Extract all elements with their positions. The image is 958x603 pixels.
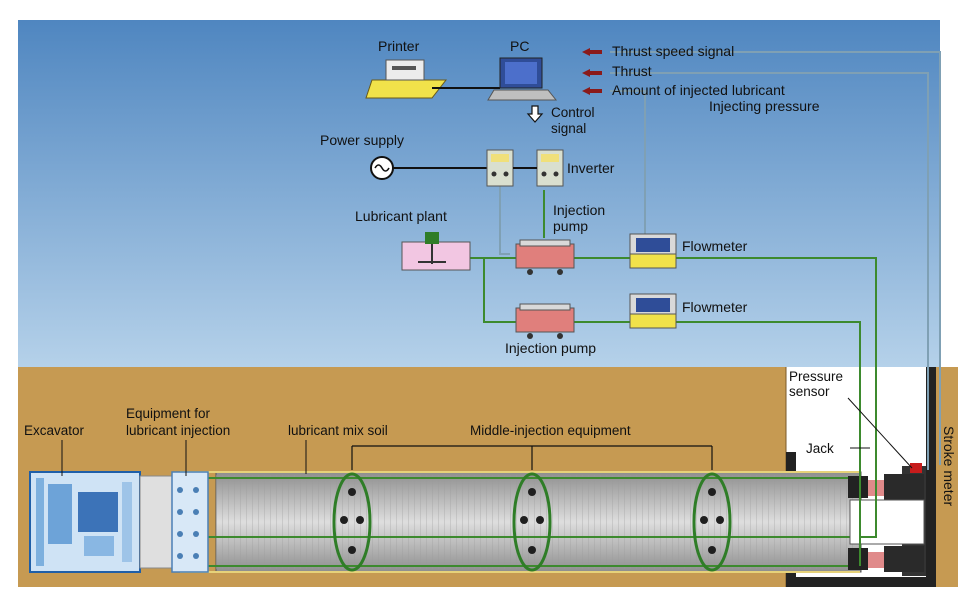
injection-pump-icon: [515, 239, 575, 275]
power-supply-icon: [370, 156, 490, 180]
lubricant-pipe-lines: [470, 190, 877, 566]
injection-pump-top-label-line-2: pump: [553, 218, 588, 234]
signal-label-thrust-speed: Thrust speed signal: [612, 43, 734, 59]
control-signal-arrow-icon: [526, 105, 544, 123]
inverter-icon: [486, 149, 564, 187]
signal-lines: [499, 51, 941, 470]
injection-equipment: [171, 471, 209, 573]
signal-label-injecting-pressure: Injecting pressure: [709, 98, 820, 114]
middle-injection-ring-2: [512, 472, 552, 572]
stroke-meter-label: Stroke meter: [941, 426, 957, 506]
pressure-sensor-label-line-2: sensor: [789, 384, 830, 399]
tunnel-pipe: [180, 471, 862, 573]
pc-icon: [487, 57, 558, 101]
middle-injection-ring-3: [692, 472, 732, 572]
control-signal-label-line-2: signal: [551, 121, 586, 136]
jack-label: Jack: [806, 441, 834, 456]
pressure-sensor-label-line-1: Pressure: [789, 369, 843, 384]
printer-label: Printer: [378, 38, 420, 54]
pc-label: PC: [510, 38, 529, 54]
lubricant-plant-icon: [401, 232, 471, 271]
flowmeter-icon: [629, 233, 677, 269]
leader-lines: [61, 397, 913, 476]
flowmeter-1-label: Flowmeter: [682, 238, 748, 254]
inverter-label: Inverter: [567, 160, 615, 176]
printer-icon: [365, 59, 500, 99]
flowmeter-icon-2: [629, 293, 677, 329]
excavator-label: Excavator: [24, 423, 85, 438]
lubricant-mix-soil-label: lubricant mix soil: [288, 423, 388, 438]
lubricant-plant-label: Lubricant plant: [355, 208, 447, 224]
signal-label-thrust: Thrust: [612, 63, 652, 79]
sky-background: [18, 20, 940, 370]
middle-injection-label: Middle-injection equipment: [470, 423, 631, 438]
power-supply-label: Power supply: [320, 132, 404, 148]
flowmeter-2-label: Flowmeter: [682, 299, 748, 315]
injection-pump-top-label-line-1: Injection: [553, 202, 605, 218]
injection-equipment-label-line-1: Equipment for: [126, 406, 211, 421]
excavator: [29, 471, 173, 573]
middle-injection-ring-1: [332, 472, 372, 572]
control-signal-label-line-1: Control: [551, 105, 595, 120]
middle-injection-bracket: [351, 445, 713, 470]
injection-pump-icon-2: [515, 303, 575, 339]
arrow-icon: [582, 48, 602, 95]
jack: [848, 474, 925, 572]
signal-label-lubricant-amount: Amount of injected lubricant: [612, 82, 785, 98]
injection-pump-bottom-label: Injection pump: [505, 340, 596, 356]
injection-equipment-label-line-2: lubricant injection: [126, 423, 230, 438]
